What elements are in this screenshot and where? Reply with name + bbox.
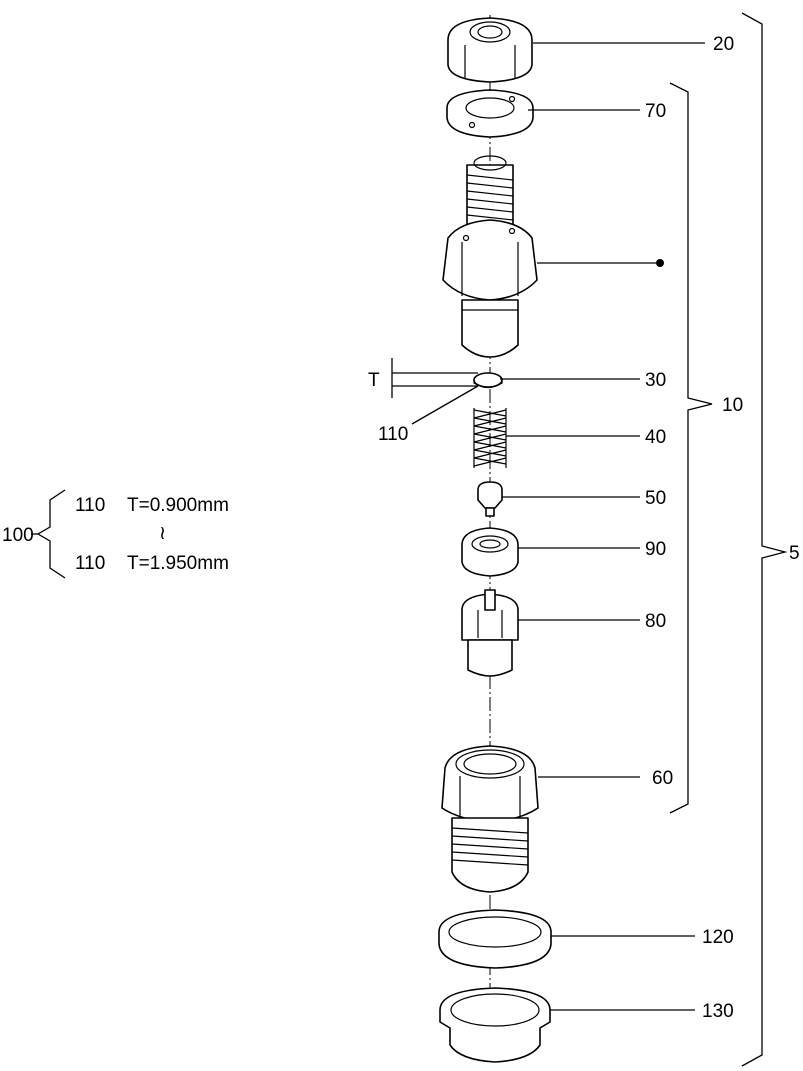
callout-40: 40 [645,427,666,448]
kit-row-1-part: 110 [75,495,105,516]
part-70-ring[interactable] [446,89,534,138]
part-30-shim[interactable] [473,372,503,389]
callout-30: 30 [645,370,666,391]
part-holder-body[interactable] [442,155,538,358]
kit-ref: 100 [2,525,34,546]
kit-row-1-spec: T=0.900mm [127,495,229,516]
part-90-seat-ring[interactable] [461,527,519,577]
part-60-main-nut[interactable] [441,745,539,893]
callout-80: 80 [645,611,666,632]
bracket-group-5 [741,12,788,1067]
part-20-cap-nut[interactable] [447,17,533,83]
part-130-washer-cup[interactable] [439,987,551,1063]
kit-row-2-part: 110 [75,553,105,574]
callout-90: 90 [645,539,666,560]
bracket-kit-100 [36,489,66,579]
part-120-gasket[interactable] [438,909,552,969]
callout-120: 120 [702,927,734,948]
callout-130: 130 [702,1001,734,1022]
part-80-valve-holder[interactable] [461,589,519,677]
part-50-valve[interactable] [477,481,503,517]
callout-60: 60 [652,768,673,789]
holder-body-dot-marker [656,259,664,267]
leader-lines [391,42,705,1011]
part-40-spring[interactable] [473,408,507,468]
kit-range-mark: ≀ [159,523,166,544]
callout-110: 110 [378,424,408,445]
bracket-group-10 [669,82,713,814]
callout-50: 50 [645,488,666,509]
callout-10: 10 [722,395,743,416]
callout-20: 20 [713,34,734,55]
callout-5: 5 [789,543,800,564]
callout-T: T [368,370,380,391]
callout-70: 70 [645,101,666,122]
kit-row-2-spec: T=1.950mm [127,553,229,574]
